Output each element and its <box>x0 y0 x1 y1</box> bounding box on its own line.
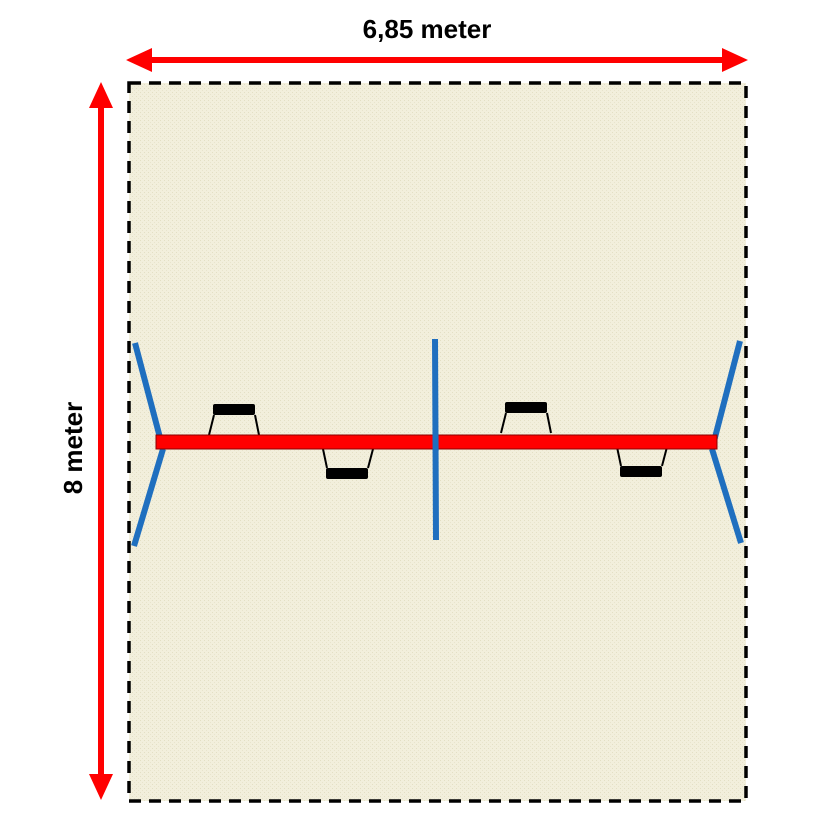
swing-seat-2 <box>322 448 374 479</box>
height-label: 8 meter <box>58 402 88 495</box>
width-label: 6,85 meter <box>363 14 492 44</box>
left-frame-posts <box>131 342 166 547</box>
height-dimension-arrow <box>89 82 113 800</box>
width-dimension-arrow <box>126 48 748 72</box>
swing-seat-3 <box>500 402 552 434</box>
swing-seat-4 <box>616 446 668 477</box>
right-frame-posts <box>709 340 744 544</box>
swing-seat-1 <box>208 404 260 436</box>
